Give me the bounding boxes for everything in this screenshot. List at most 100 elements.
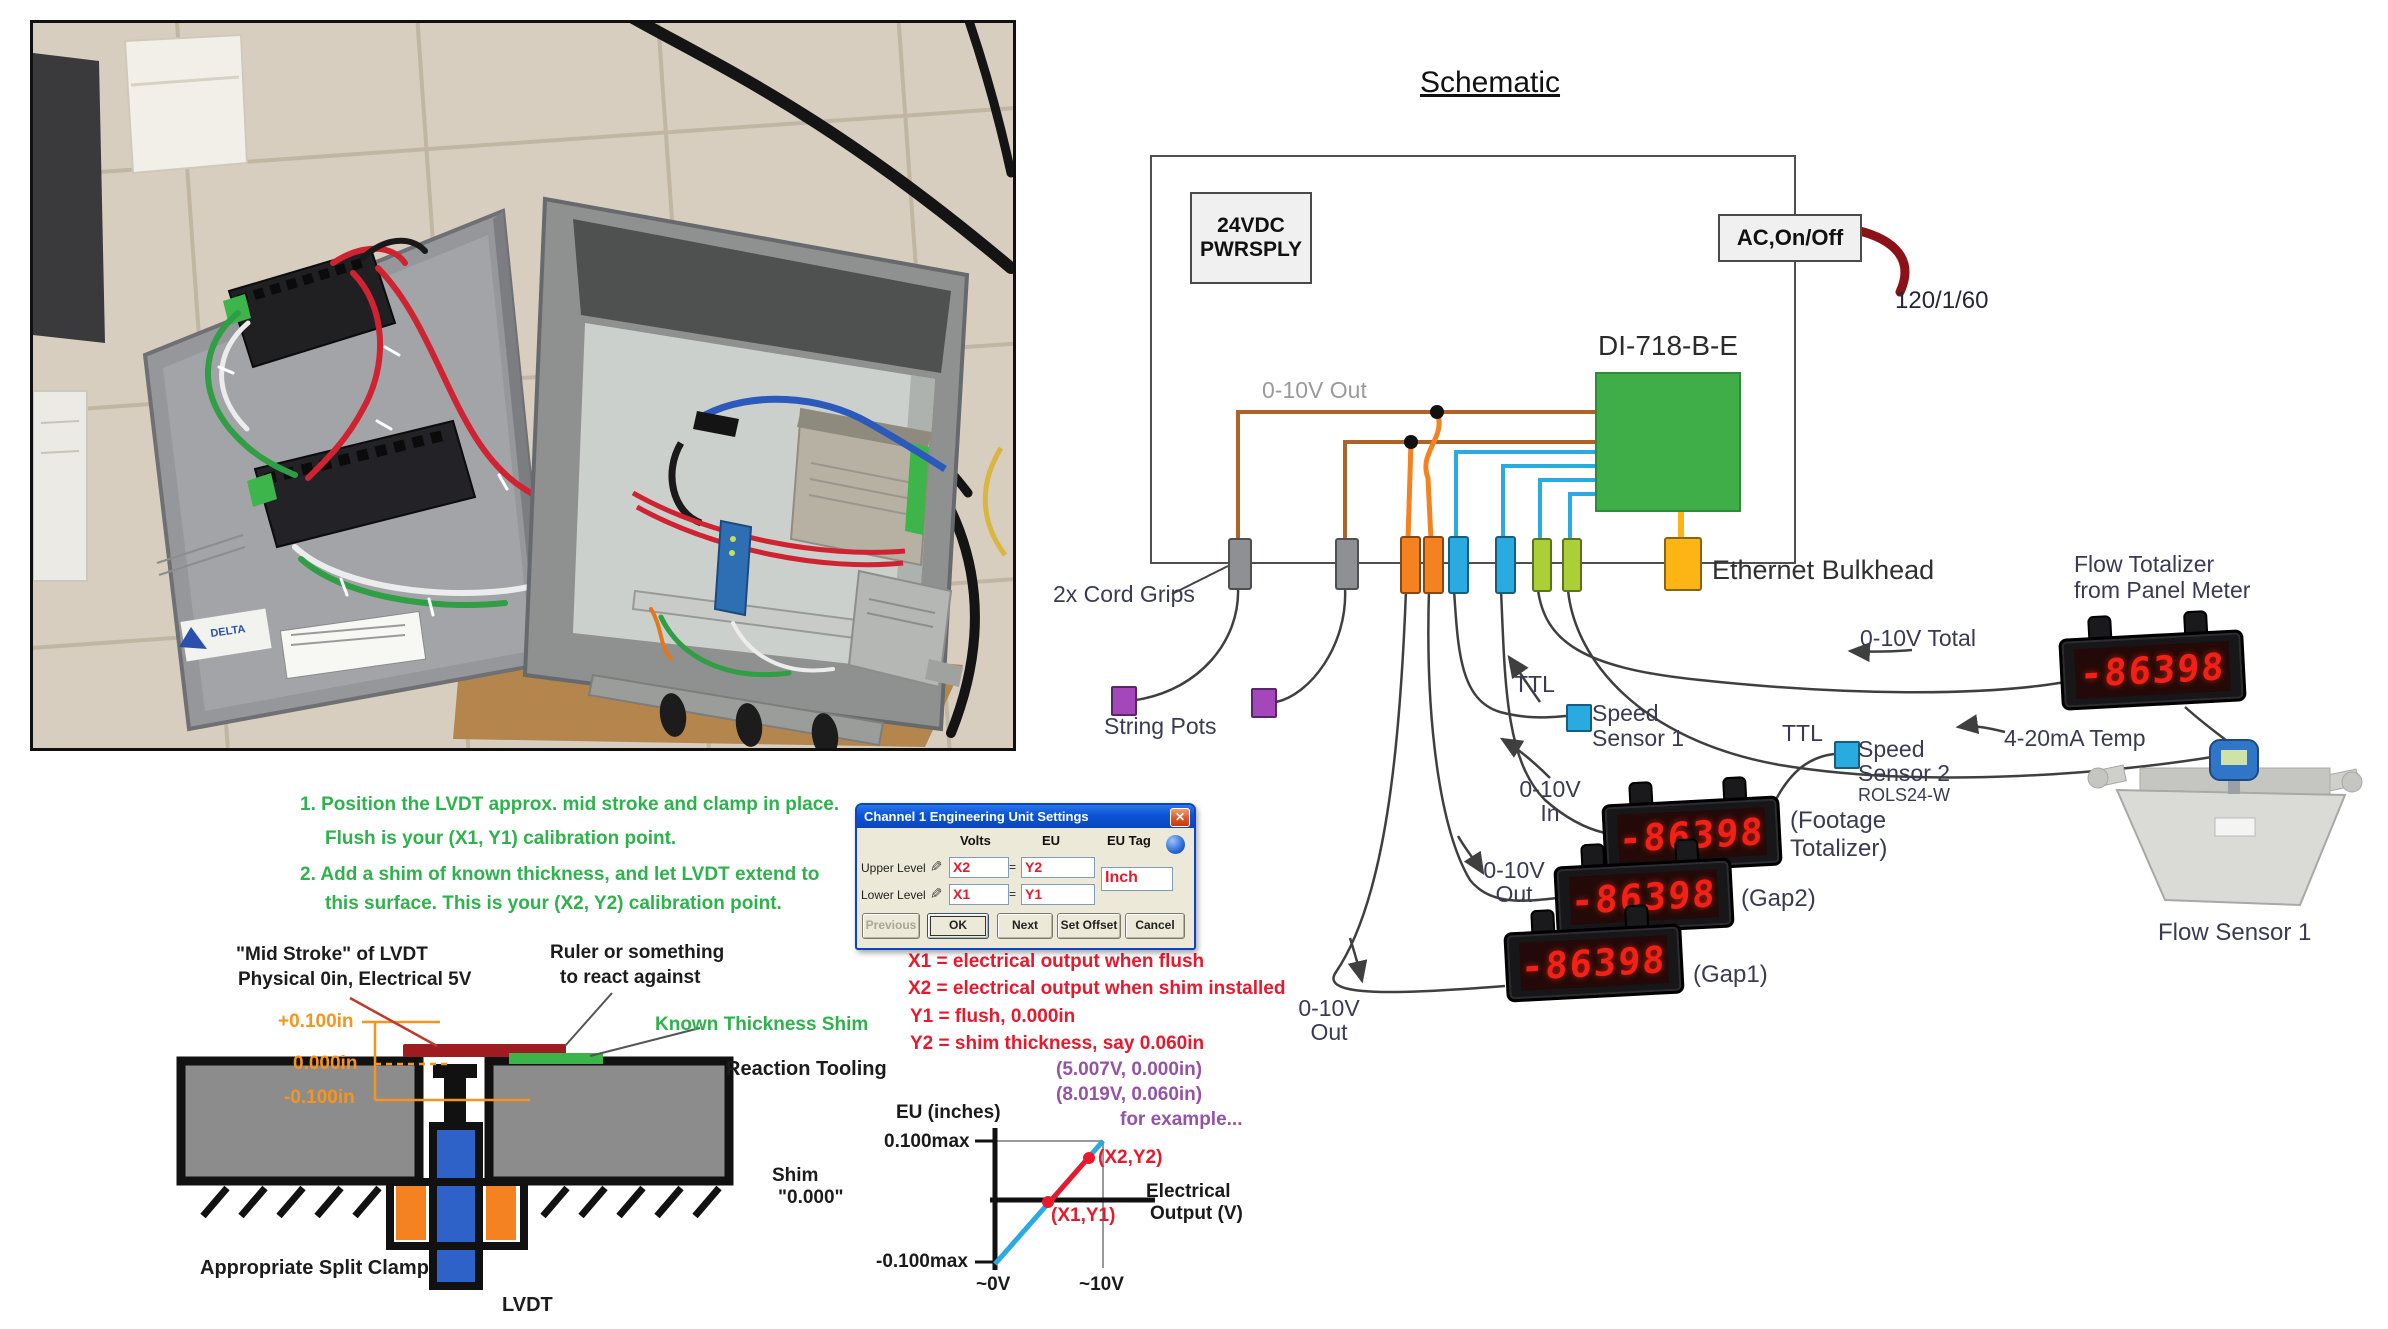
out-top-label: 0-10V Out — [1262, 377, 1367, 403]
graph-x-label-line1: Electrical — [1146, 1181, 1231, 1202]
dark-object — [33, 53, 105, 343]
hatching — [200, 1185, 722, 1219]
logger-box — [1595, 372, 1741, 512]
graph-ymin: -0.100max — [876, 1251, 968, 1272]
dim-zero: 0.000in — [293, 1053, 358, 1074]
wire-speed2-ttl — [1770, 752, 1835, 808]
eu-tag-field[interactable]: Inch — [1101, 867, 1173, 891]
speed2-line1: Speed — [1858, 736, 1925, 762]
y2-field[interactable]: Y2 — [1021, 857, 1095, 878]
ruler-bar — [403, 1044, 566, 1057]
wire-totalizer-sensor — [2184, 706, 2233, 746]
logger-model-label: DI-718-B-E — [1598, 330, 1739, 361]
string-pot-1 — [1111, 686, 1137, 716]
in-label-line2: In — [1540, 800, 1560, 826]
speed-sensor-2-node — [1834, 741, 1860, 769]
mid-stroke-line1: "Mid Stroke" of LVDT — [236, 944, 428, 965]
probe-stem — [444, 1064, 466, 1130]
cord-grips-label: 2x Cord Grips — [1053, 581, 1195, 607]
connector-blue-2 — [1495, 536, 1516, 594]
wire-gap2 — [1427, 589, 1558, 902]
cardboard-box — [123, 33, 249, 175]
psu-line2: PWRSPLY — [1200, 238, 1302, 261]
led-readout: -86398 — [1520, 937, 1668, 989]
close-icon[interactable]: ✕ — [1170, 808, 1190, 827]
connector-orange-1 — [1400, 536, 1421, 594]
graph-xmin: ~0V — [976, 1274, 1011, 1295]
x2-field[interactable]: X2 — [949, 857, 1009, 878]
dim-plus: +0.100in — [278, 1011, 354, 1032]
header-eu-tag: EU Tag — [1107, 833, 1151, 848]
graph-point-lower: (X1,Y1) — [1051, 1205, 1116, 1226]
cal-line-blue — [993, 1139, 1105, 1266]
header-volts: Volts — [960, 833, 991, 848]
previous-button[interactable]: Previous — [862, 913, 920, 939]
reaction-tooling-label: Reaction Tooling — [726, 1058, 887, 1080]
gap2-label: (Gap2) — [1741, 885, 1816, 912]
ruler-line1: Ruler or something — [550, 942, 725, 963]
x1-field[interactable]: X1 — [949, 884, 1009, 905]
header-eu: EU — [1042, 833, 1061, 848]
gap1-label: (Gap1) — [1693, 961, 1768, 988]
cable-glands — [659, 693, 839, 748]
mid-stroke-line2: Physical 0in, Electrical 5V — [238, 969, 472, 990]
equals-upper: = — [1009, 860, 1017, 874]
out-gap1-line2: Out — [1310, 1019, 1348, 1045]
power-supply-module — [847, 569, 953, 689]
ok-button[interactable]: OK — [927, 913, 989, 939]
dimension-lines — [362, 1020, 530, 1102]
dialog-title[interactable]: Channel 1 Engineering Unit Settings — [857, 805, 1194, 828]
led-readout: -86398 — [2078, 644, 2227, 696]
cancel-button[interactable]: Cancel — [1125, 913, 1185, 939]
clamp-block-left — [396, 1186, 426, 1240]
terminal-module-2 — [247, 419, 477, 549]
pencil-icon[interactable]: ✎ — [926, 886, 944, 900]
pencil-icon[interactable]: ✎ — [926, 859, 944, 873]
flowtot-line1: Flow Totalizer — [2074, 551, 2215, 577]
out-gap1-line1: 0-10V — [1298, 995, 1360, 1021]
flow-transmitter — [2209, 739, 2259, 794]
speed2-line2: Sensor 2 — [1858, 760, 1951, 786]
mains-label: 120/1/60 — [1895, 287, 1989, 314]
graph-y-label: EU (inches) — [896, 1102, 1001, 1123]
logger-device — [789, 407, 933, 567]
box-small-wires — [649, 607, 835, 678]
note-purple-2: (8.019V, 0.060in) — [1056, 1084, 1203, 1105]
arrow-out-gap1 — [1347, 937, 1368, 984]
door-wiring — [205, 237, 636, 617]
string-pot-2 — [1251, 688, 1277, 718]
clamp-block-right — [486, 1186, 516, 1240]
set-offset-button[interactable]: Set Offset — [1057, 913, 1121, 939]
out-gap2-line2: Out — [1495, 881, 1533, 907]
wire-stringpot-2 — [1275, 587, 1347, 704]
ttl1-label: TTL — [1514, 671, 1555, 697]
arrow-in — [1499, 737, 1551, 779]
note-red-2: X2 = electrical output when shim install… — [908, 978, 1286, 999]
yellow-cable — [982, 446, 1008, 557]
lower-level-label: Lower Level — [861, 888, 926, 902]
next-button[interactable]: Next — [997, 913, 1053, 939]
door-stickers: DELTA — [156, 534, 427, 680]
terminal-module-1 — [223, 247, 397, 369]
shim-label-line1: Shim — [772, 1165, 819, 1186]
note-red-1: X1 = electrical output when flush — [908, 951, 1205, 972]
footage-line2: Totalizer) — [1790, 835, 1888, 862]
total-label: 0-10V Total — [1860, 625, 1976, 651]
y1-field[interactable]: Y1 — [1021, 884, 1095, 905]
ttl2-label: TTL — [1782, 720, 1823, 746]
ethernet-label: Ethernet Bulkhead — [1712, 555, 1935, 585]
enclosure-box — [522, 196, 970, 748]
flow-sensor-label: Flow Sensor 1 — [2158, 919, 2312, 946]
clamp-outline — [386, 1178, 528, 1250]
arrow-temp — [1955, 714, 2006, 735]
schematic-title: Schematic — [1419, 66, 1561, 99]
connector-lime-1 — [1532, 538, 1552, 592]
ruler-line2: to react against — [560, 967, 701, 988]
in-label-line1: 0-10V — [1519, 776, 1581, 802]
flow-totalizer-display: -86398 — [2058, 610, 2247, 711]
note-red-3: Y1 = flush, 0.000in — [910, 1006, 1076, 1027]
instr-line4: this surface. This is your (X2, Y2) cali… — [325, 893, 782, 914]
graph-x-label-line2: Output (V) — [1150, 1203, 1243, 1224]
shim-note: Known Thickness Shim — [655, 1014, 869, 1035]
